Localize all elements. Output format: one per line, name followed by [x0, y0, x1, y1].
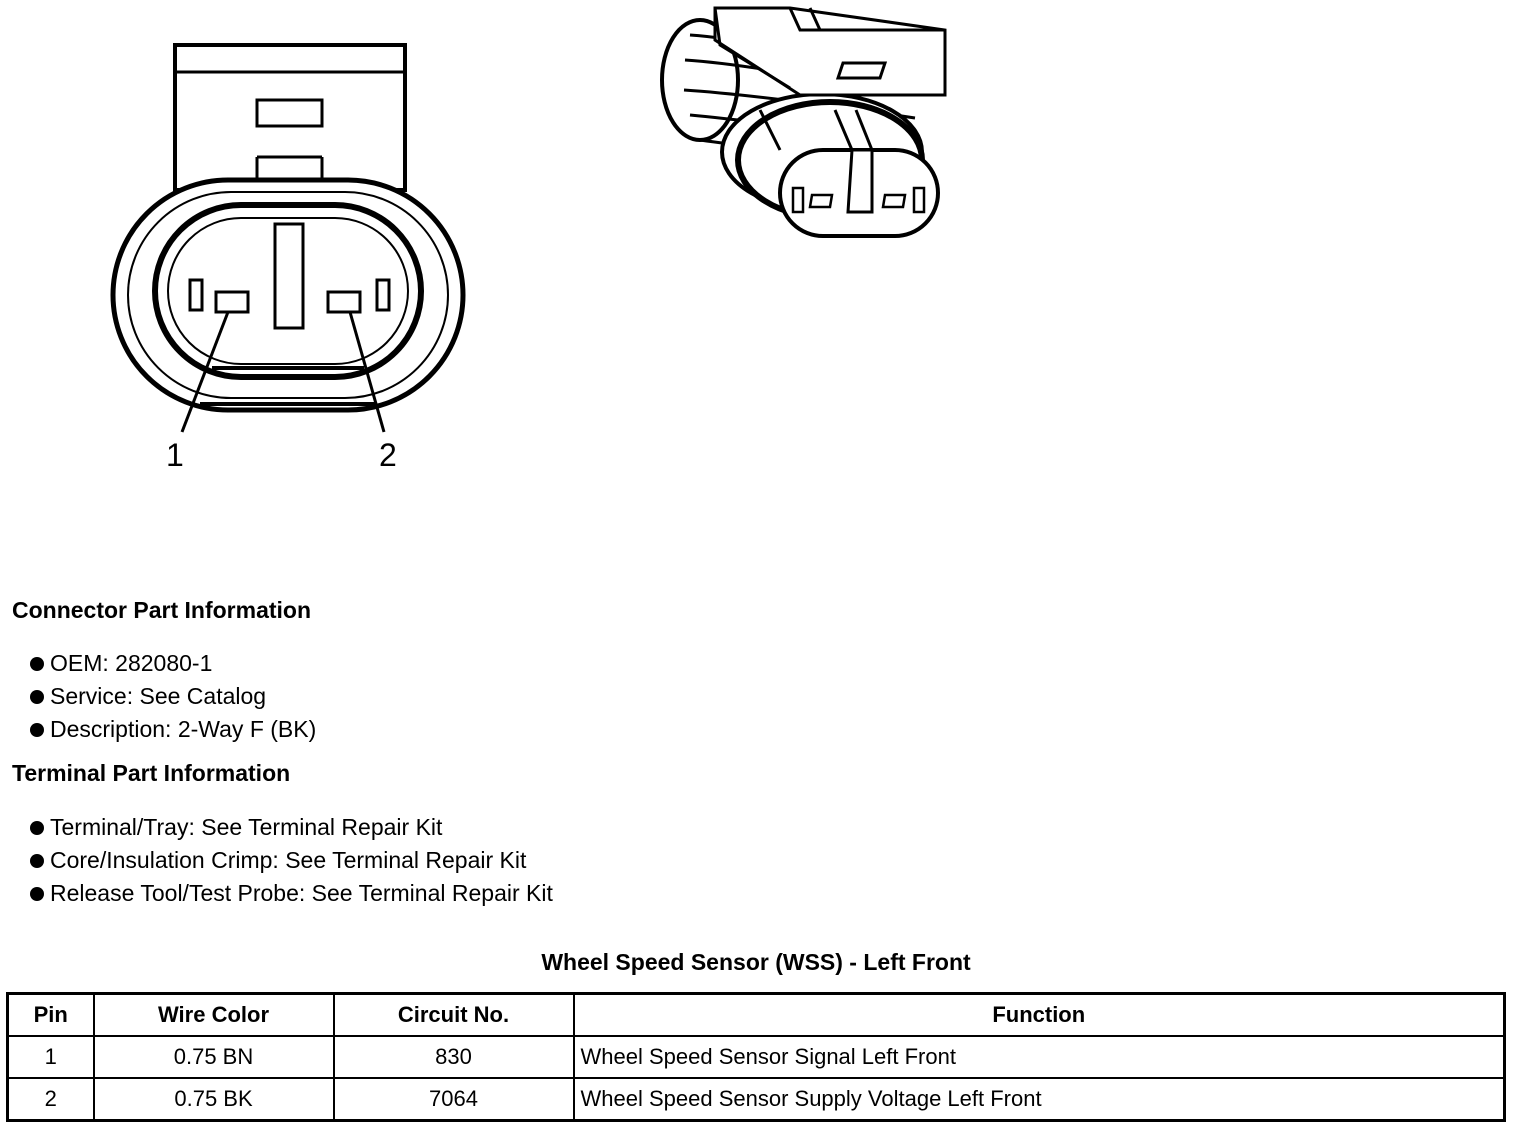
list-item: Service: See Catalog [0, 680, 316, 713]
pinout-table: Pin Wire Color Circuit No. Function 1 0.… [6, 992, 1506, 1122]
cell-circuit-no: 830 [332, 1035, 575, 1079]
connector-face-view [110, 43, 466, 433]
cell-circuit-no: 7064 [332, 1077, 575, 1122]
table-row: 2 0.75 BK 7064 Wheel Speed Sensor Supply… [6, 1077, 1506, 1122]
cell-pin: 1 [6, 1035, 95, 1079]
cell-wire-color: 0.75 BN [92, 1035, 335, 1079]
table-title: Wheel Speed Sensor (WSS) - Left Front [541, 949, 971, 975]
list-item: Core/Insulation Crimp: See Terminal Repa… [0, 844, 553, 877]
terminal-part-heading: Terminal Part Information [12, 760, 291, 786]
connector-part-heading: Connector Part Information [12, 597, 312, 623]
pin-label-1: 1 [166, 437, 184, 473]
list-item: OEM: 282080-1 [0, 647, 316, 680]
pin-label-2: 2 [379, 437, 397, 473]
list-item: Release Tool/Test Probe: See Terminal Re… [0, 877, 553, 910]
list-item: Description: 2-Way F (BK) [0, 713, 316, 746]
cell-pin: 2 [6, 1077, 95, 1122]
header-circuit-no: Circuit No. [332, 992, 575, 1037]
connector-diagram [110, 6, 947, 433]
connector-part-list: OEM: 282080-1 Service: See Catalog Descr… [0, 647, 316, 746]
table-header-row: Pin Wire Color Circuit No. Function [6, 992, 1506, 1037]
cell-function: Wheel Speed Sensor Supply Voltage Left F… [572, 1077, 1506, 1122]
header-wire-color: Wire Color [92, 992, 335, 1037]
cell-wire-color: 0.75 BK [92, 1077, 335, 1122]
header-pin: Pin [6, 992, 95, 1037]
header-function: Function [572, 992, 1506, 1037]
table-row: 1 0.75 BN 830 Wheel Speed Sensor Signal … [6, 1035, 1506, 1079]
terminal-part-list: Terminal/Tray: See Terminal Repair Kit C… [0, 811, 553, 910]
list-item: Terminal/Tray: See Terminal Repair Kit [0, 811, 553, 844]
cell-function: Wheel Speed Sensor Signal Left Front [572, 1035, 1506, 1079]
connector-isometric-view [660, 6, 947, 238]
